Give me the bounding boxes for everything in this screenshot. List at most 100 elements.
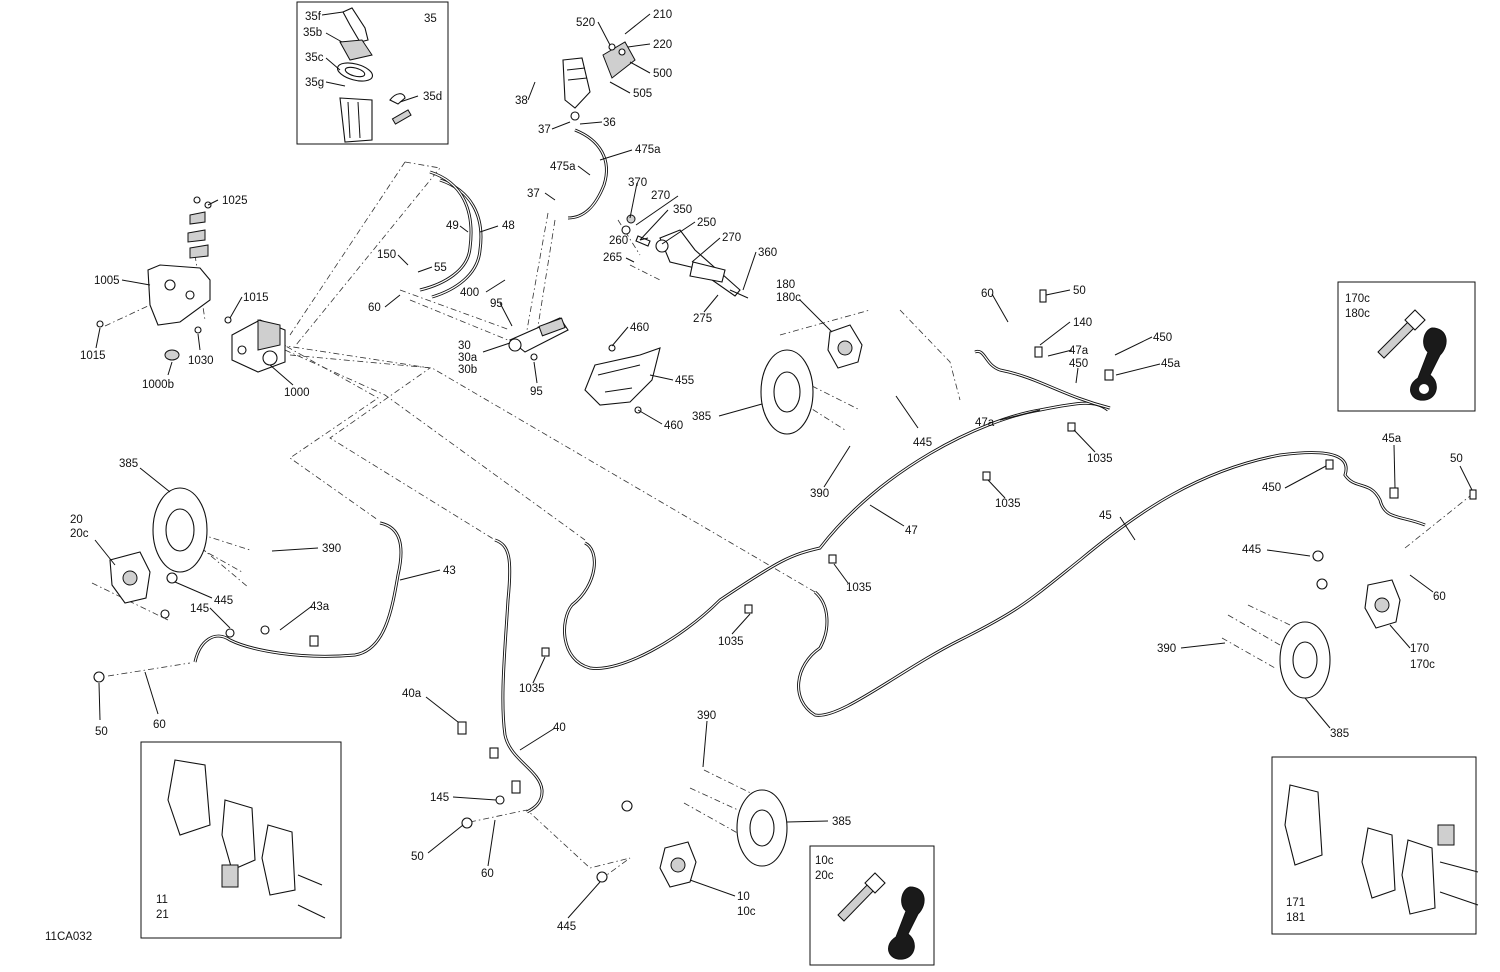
callout-450-small: 450 (1069, 358, 1088, 370)
callout-10: 10 (737, 891, 750, 903)
callout-45a-rear: 45a (1382, 433, 1402, 445)
callout-45a-upper: 45a (1161, 358, 1181, 370)
callout-1035-d: 1035 (718, 636, 744, 648)
master-cylinder-30 (508, 317, 569, 361)
callout-170: 170 (1410, 643, 1429, 655)
callout-60-front-left: 60 (153, 719, 166, 731)
callout-220: 220 (653, 39, 672, 51)
callout-455: 455 (675, 375, 694, 387)
callout-60-rear-left: 60 (481, 868, 494, 880)
callout-95-top: 95 (490, 298, 503, 310)
callout-21: 21 (156, 909, 169, 921)
callout-180c-box: 180c (1345, 308, 1370, 320)
inset-box-bleeder-170c-180c (1337, 281, 1476, 412)
callout-labels: 35f 35 35b 35c 35g 35d 520 210 220 500 5… (45, 9, 1463, 943)
callout-390-front-left: 390 (322, 543, 341, 555)
fasteners-and-clips (93, 289, 1477, 829)
brake-disc-front-right (760, 349, 814, 435)
brake-caliper-10 (596, 800, 697, 888)
callout-270-top: 270 (651, 190, 670, 202)
callout-145-rear-left: 145 (430, 792, 449, 804)
callout-60-upper-right: 60 (981, 288, 994, 300)
callout-385-rear-right: 385 (1330, 728, 1349, 740)
callout-450-right: 450 (1153, 332, 1172, 344)
callout-390-front-right: 390 (810, 488, 829, 500)
callout-1000: 1000 (284, 387, 310, 399)
callout-445-front-right: 445 (913, 437, 932, 449)
callout-95-low: 95 (530, 386, 543, 398)
callout-210: 210 (653, 9, 672, 21)
callout-37-top: 37 (538, 124, 551, 136)
brake-caliper-20 (109, 551, 178, 619)
callout-1015-right: 1015 (243, 292, 269, 304)
callout-385-rear-left: 385 (832, 816, 851, 828)
callout-460-low: 460 (664, 420, 683, 432)
callout-43: 43 (443, 565, 456, 577)
callout-180: 180 (776, 279, 795, 291)
callout-48: 48 (502, 220, 515, 232)
callout-30b: 30b (458, 364, 477, 376)
callout-275: 275 (693, 313, 712, 325)
abs-bracket-1005 (147, 196, 212, 326)
callout-47: 47 (905, 525, 918, 537)
diaphragm-35c (336, 62, 374, 82)
reservoir-body-35 (339, 93, 412, 143)
callout-55: 55 (434, 262, 447, 274)
drawing-code: 11CA032 (45, 931, 92, 943)
callout-1035-c: 1035 (846, 582, 872, 594)
callout-30a: 30a (458, 352, 478, 364)
callout-47a-top: 47a (1069, 345, 1089, 357)
callout-350: 350 (673, 204, 692, 216)
callout-10c: 10c (737, 906, 756, 918)
callout-38: 38 (515, 95, 528, 107)
callout-445-front-left: 445 (214, 595, 233, 607)
callout-385-front-right: 385 (692, 411, 711, 423)
callout-35f: 35f (305, 11, 322, 23)
callout-37-mid: 37 (527, 188, 540, 200)
callout-270-low: 270 (722, 232, 741, 244)
callout-20: 20 (70, 514, 83, 526)
callout-36: 36 (603, 117, 616, 129)
callout-20c-box: 20c (815, 870, 834, 882)
callout-35g: 35g (305, 77, 324, 89)
reservoir-cap-35f (342, 7, 369, 43)
callout-43a: 43a (310, 601, 330, 613)
callout-50-front-left: 50 (95, 726, 108, 738)
heat-shield-455 (584, 344, 661, 414)
callout-170c-box: 170c (1345, 293, 1370, 305)
callout-450-rear: 450 (1262, 482, 1281, 494)
callout-47a-low: 47a (975, 417, 995, 429)
callout-460-top: 460 (630, 322, 649, 334)
callout-1035-e: 1035 (519, 683, 545, 695)
callout-370: 370 (628, 177, 647, 189)
callout-180c: 180c (776, 292, 801, 304)
bleeder-screw-and-cap-10c-20c (837, 872, 925, 960)
brake-disc-front-left (152, 487, 208, 573)
callout-60-rear: 60 (1433, 591, 1446, 603)
leader-lines (94, 11, 1473, 919)
callout-60-mc: 60 (368, 302, 381, 314)
callout-1035-a: 1035 (1087, 453, 1113, 465)
callout-505: 505 (633, 88, 652, 100)
brake-disc-rear-right (1279, 621, 1331, 699)
callout-1015-left: 1015 (80, 350, 106, 362)
callout-145-front-left: 145 (190, 603, 209, 615)
callout-35: 35 (424, 13, 437, 25)
brake-pads-171-181 (1284, 784, 1479, 915)
callout-390-rear-left: 390 (697, 710, 716, 722)
callout-500: 500 (653, 68, 672, 80)
callout-1000b: 1000b (142, 379, 174, 391)
callout-265: 265 (603, 252, 622, 264)
callout-475a-right: 475a (635, 144, 661, 156)
master-cylinder-reservoir-520 (562, 41, 636, 121)
brake-lines (193, 128, 1426, 814)
callout-35c: 35c (305, 52, 324, 64)
callout-35b: 35b (303, 27, 322, 39)
callout-475a-left: 475a (550, 161, 576, 173)
callout-170c: 170c (1410, 659, 1435, 671)
callout-171: 171 (1286, 897, 1305, 909)
callout-10c-box: 10c (815, 855, 834, 867)
callout-1035-b: 1035 (995, 498, 1021, 510)
callout-20c: 20c (70, 528, 89, 540)
